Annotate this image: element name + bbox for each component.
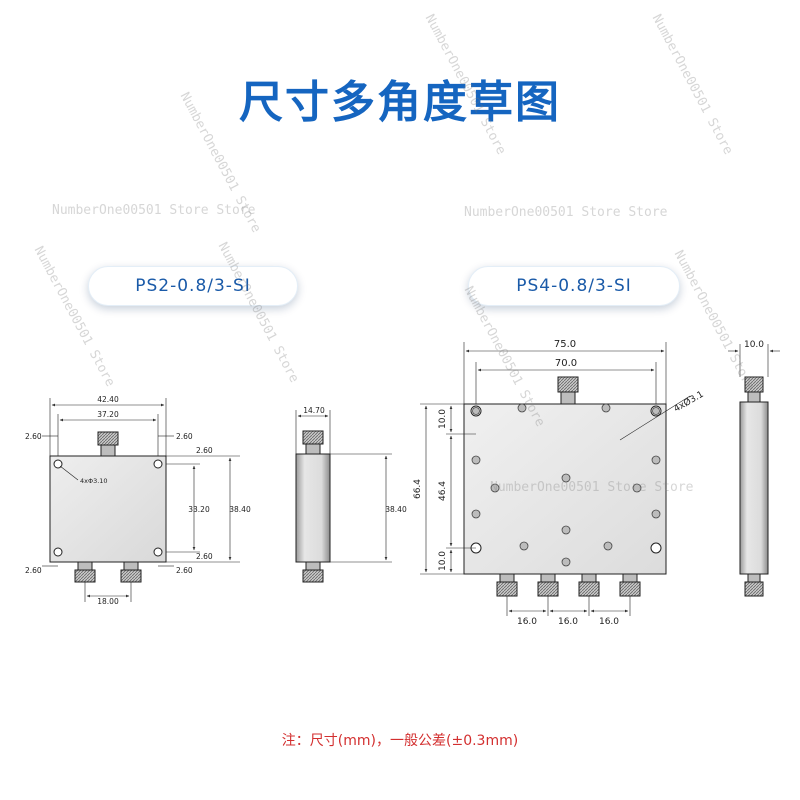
- dim-ps4-hole-note: 4xØ3.1: [672, 389, 706, 415]
- ps4-side-view: [728, 344, 780, 597]
- dim-ps4-height-top: 10.0: [438, 409, 448, 429]
- dim-ps4-width-hole: 70.0: [555, 358, 577, 369]
- ps4-side-dimensions: 10.0: [744, 340, 764, 350]
- dim-ps2-top-offset: 2.60: [196, 446, 213, 455]
- tolerance-note: 注：尺寸(mm)，一般公差(±0.3mm): [281, 733, 519, 749]
- dim-ps4-port-spacing-3: 16.0: [599, 617, 619, 627]
- dim-ps4-width-outer: 75.0: [554, 339, 576, 350]
- page-title: 尺寸多角度草图: [239, 77, 561, 128]
- ps2-front-view: [42, 398, 240, 602]
- dim-ps2-hole-note: 4xΦ3.10: [80, 477, 108, 485]
- dim-ps4-port-spacing-1: 16.0: [517, 617, 537, 627]
- model-label-ps2: PS2-0.8/3-SI: [88, 266, 298, 306]
- dim-ps2-bottom-right: 2.60: [176, 566, 193, 575]
- model-label-ps4: PS4-0.8/3-SI: [468, 266, 680, 306]
- dim-ps2-height-outer: 38.40: [229, 505, 251, 514]
- dim-ps2-bottom-left: 2.60: [25, 566, 42, 575]
- dim-ps4-height-bottom: 10.0: [438, 551, 448, 571]
- ps2-side-dimensions: 14.70 38.40: [303, 406, 407, 514]
- dim-ps4-height-mid: 46.4: [438, 481, 448, 501]
- dim-ps2-margin-left: 2.60: [25, 432, 42, 441]
- dim-ps2-bottom-offset: 2.60: [196, 552, 213, 561]
- dim-ps2-width-hole: 37.20: [97, 410, 119, 419]
- watermark-text: NumberOne00501 Store Store: [52, 203, 256, 218]
- dim-ps2-height-hole: 33.20: [188, 505, 210, 514]
- dim-ps2-margin-right: 2.60: [176, 432, 193, 441]
- watermark-text: NumberOne00501 Store Store: [490, 480, 694, 495]
- watermark-text: NumberOne00501 Store Store: [464, 205, 668, 220]
- dim-ps2-port-spacing: 18.00: [97, 597, 119, 606]
- dim-ps4-side-width: 10.0: [744, 340, 764, 350]
- ps2-side-view: [295, 410, 392, 583]
- dim-ps4-port-spacing-2: 16.0: [558, 617, 578, 627]
- dim-ps2-side-width: 14.70: [303, 406, 325, 415]
- ps4-front-view: [420, 342, 691, 616]
- dim-ps4-height-total: 66.4: [413, 479, 423, 499]
- ps2-front-dimensions: 42.40 37.20 2.60 2.60 2.60 4xΦ3.10 33.20…: [25, 395, 251, 606]
- dim-ps2-side-height: 38.40: [385, 505, 407, 514]
- dim-ps2-width-outer: 42.40: [97, 395, 119, 404]
